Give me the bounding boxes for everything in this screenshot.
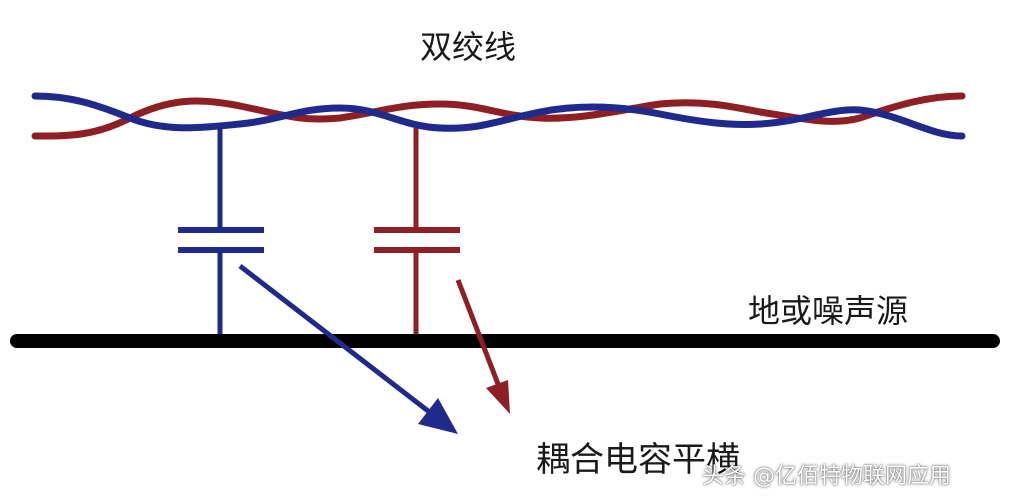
ground-label: 地或噪声源 xyxy=(748,292,909,330)
ground-bar xyxy=(10,334,1000,348)
blue-coupling-capacitor xyxy=(178,128,264,342)
blue-coupling-arrow xyxy=(238,264,458,434)
red-coupling-capacitor xyxy=(374,128,460,342)
red-wire xyxy=(31,92,966,140)
blue-wire xyxy=(31,92,966,140)
diagram-title: 双绞线 xyxy=(420,28,517,66)
coupling-capacitance-balance-label: 耦合电容平横 xyxy=(536,440,740,480)
red-coupling-arrow xyxy=(455,279,510,414)
watermark-text: 头条 @亿佰特物联网应用 xyxy=(702,464,951,489)
